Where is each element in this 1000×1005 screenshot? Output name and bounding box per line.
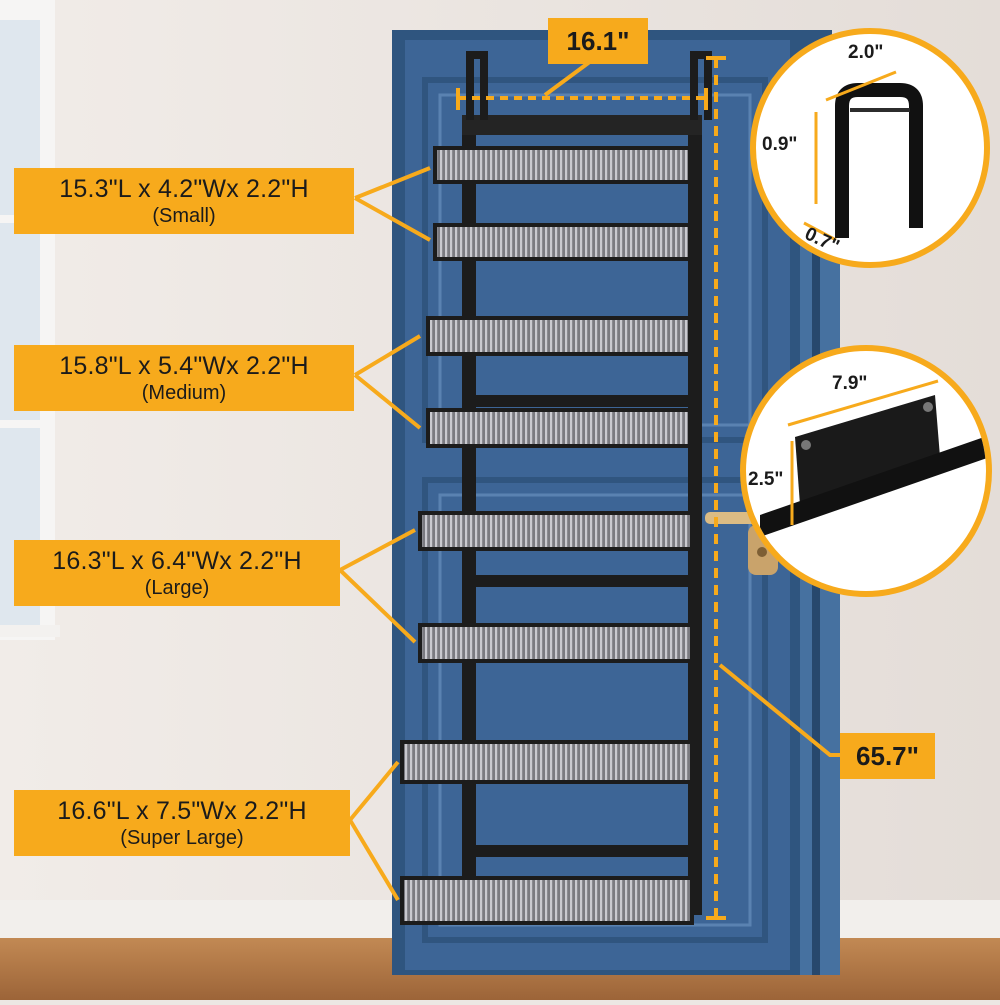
basket bbox=[418, 623, 694, 663]
basket-size: (Small) bbox=[152, 205, 216, 227]
basket-dims: 15.8"L x 5.4"Wx 2.2"H bbox=[59, 352, 309, 380]
bracket-length: 7.9" bbox=[832, 373, 868, 394]
hook-width: 2.0" bbox=[848, 42, 884, 63]
window bbox=[0, 0, 60, 640]
basket-dims: 15.3"L x 4.2"Wx 2.2"H bbox=[59, 175, 309, 203]
basket bbox=[426, 408, 692, 448]
height-dimension bbox=[706, 56, 840, 920]
basket bbox=[433, 146, 692, 184]
hook-height: 0.9" bbox=[762, 134, 798, 155]
height-value: 65.7" bbox=[856, 740, 919, 771]
hook-icon bbox=[803, 70, 923, 242]
basket-label-small: 15.3"L x 4.2"Wx 2.2"H (Small) bbox=[14, 168, 354, 234]
bracket-icon bbox=[760, 379, 986, 537]
basket-size: (Medium) bbox=[141, 382, 227, 404]
basket-dims: 16.3"L x 6.4"Wx 2.2"H bbox=[52, 547, 302, 575]
basket bbox=[433, 223, 692, 261]
top-width-label: 16.1" bbox=[548, 18, 648, 64]
top-width-dimension bbox=[456, 56, 708, 110]
basket-label-medium: 15.8"L x 5.4"Wx 2.2"H (Medium) bbox=[14, 345, 354, 411]
basket-size: (Super Large) bbox=[120, 827, 244, 849]
basket bbox=[400, 876, 694, 925]
top-width-value: 16.1" bbox=[566, 25, 630, 56]
basket bbox=[426, 316, 692, 356]
basket bbox=[400, 740, 694, 784]
basket-label-super-large: 16.6"L x 7.5"Wx 2.2"H (Super Large) bbox=[14, 790, 350, 856]
basket-label-large: 16.3"L x 6.4"Wx 2.2"H (Large) bbox=[14, 540, 340, 606]
hook-detail-circle: 2.0" 0.9" 0.7" bbox=[750, 28, 990, 268]
bracket-detail-circle: 7.9" 2.5" bbox=[740, 345, 992, 597]
basket bbox=[418, 511, 694, 551]
basket-size: (Large) bbox=[144, 577, 210, 599]
bracket-height: 2.5" bbox=[748, 469, 784, 490]
basket-dims: 16.6"L x 7.5"Wx 2.2"H bbox=[57, 797, 307, 825]
height-label: 65.7" bbox=[840, 733, 935, 779]
callout-lines bbox=[338, 166, 431, 902]
